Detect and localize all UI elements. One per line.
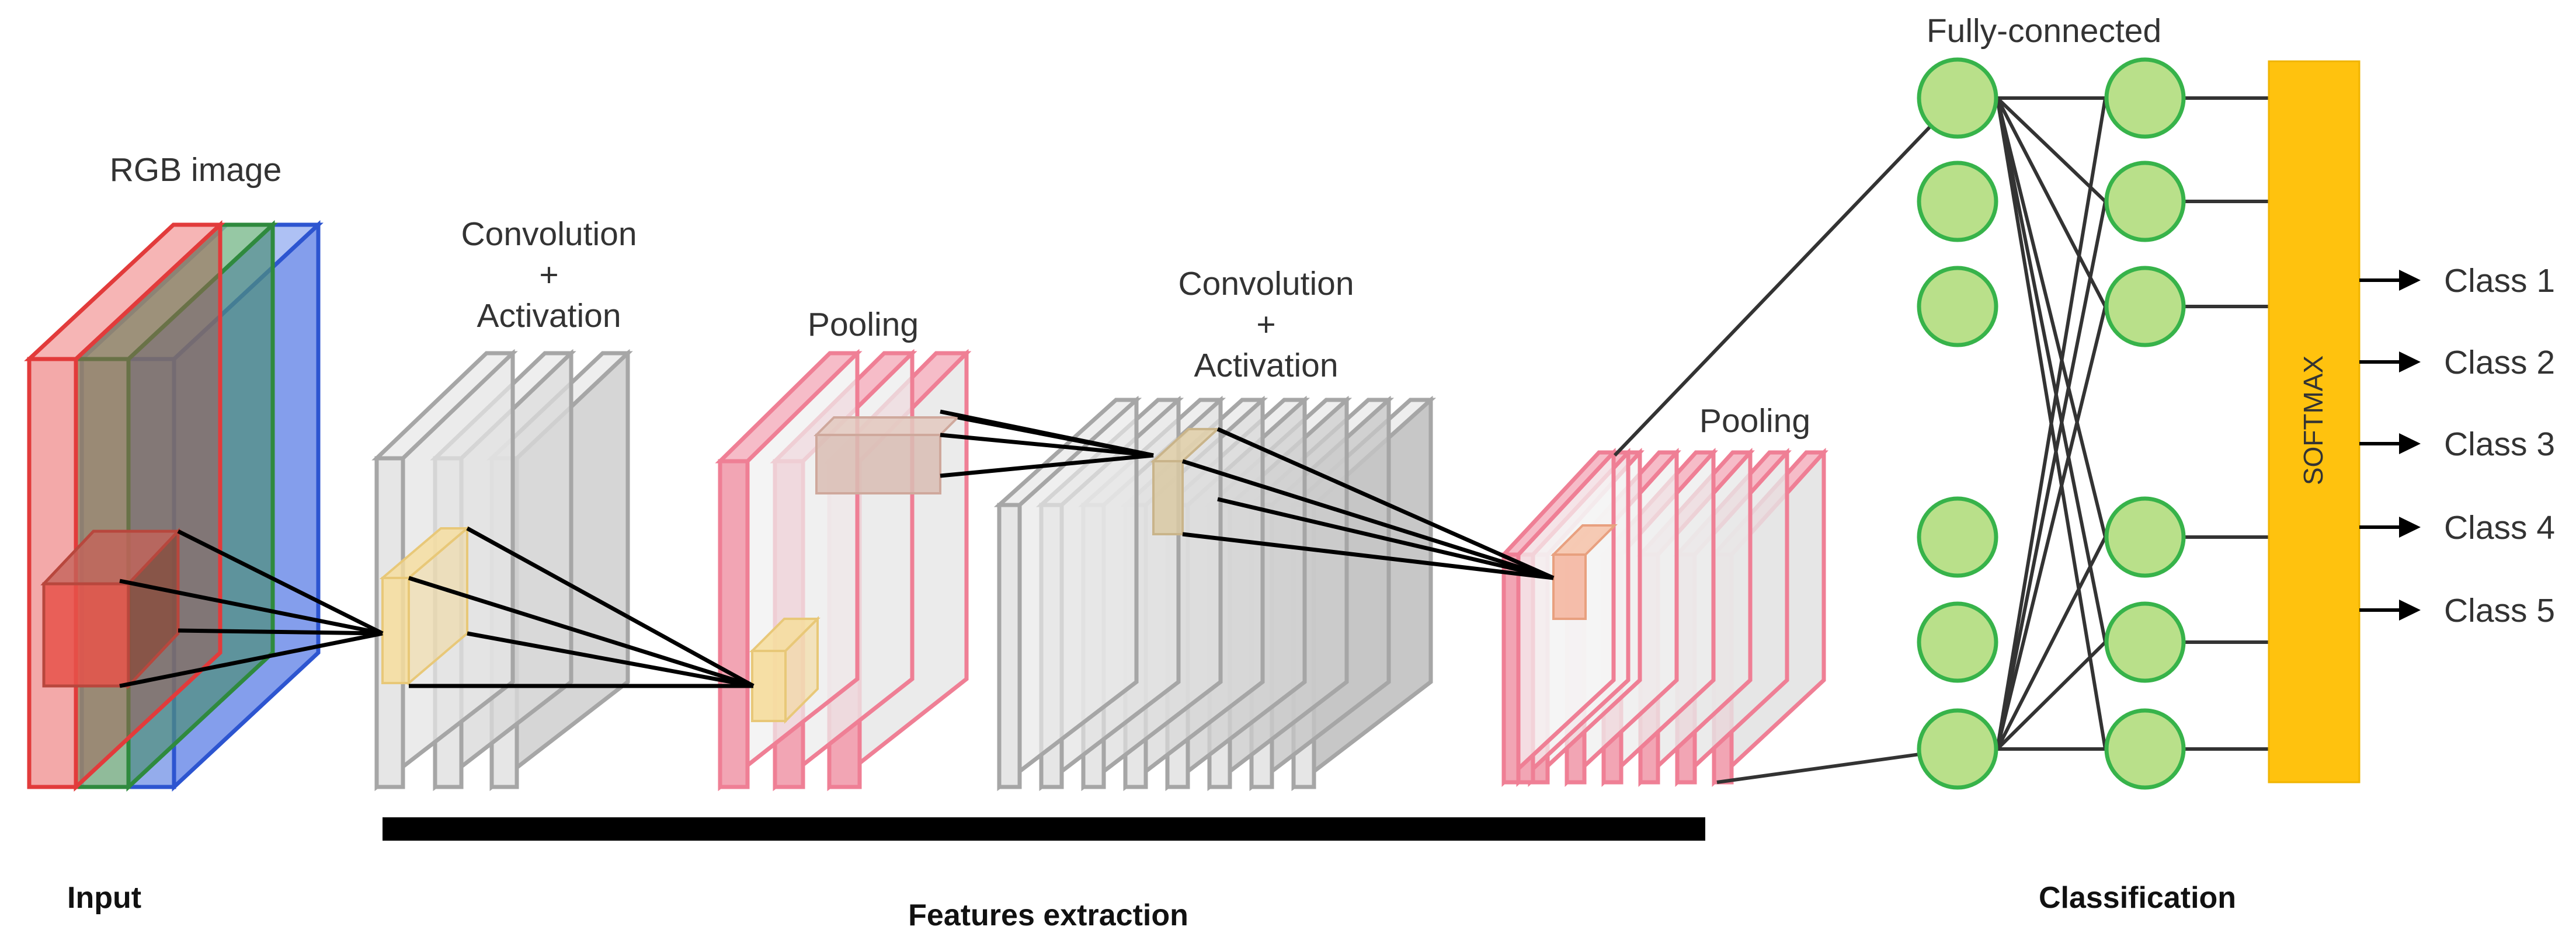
fc1-neuron [1917, 496, 1998, 578]
input-kernel-cube [40, 527, 182, 690]
softmax-label: SOFTMAX [2298, 356, 2328, 485]
conv1-label-line3: Activation [477, 297, 621, 335]
softmax-block [2268, 60, 2361, 783]
fc1-neuron [1917, 57, 1998, 139]
class-arrows [2359, 270, 2421, 621]
pooling1-target-patch [749, 616, 821, 724]
fc2-neuron [2104, 601, 2186, 683]
conv2-feature-maps [993, 395, 1437, 792]
section-features-label: Features extraction [908, 898, 1188, 932]
rgb-image-label: RGB image [110, 151, 282, 189]
conv2-label-line1: Convolution [1178, 265, 1354, 302]
class-label-3: Class 3 [2444, 426, 2555, 463]
fully-connected-label: Fully-connected [1927, 12, 2161, 50]
class-label-4: Class 4 [2444, 509, 2555, 546]
receptive-field-lines [119, 409, 1555, 688]
pooling1-feature-maps [715, 349, 972, 792]
fc2-neuron [2104, 266, 2186, 347]
pooling1-label: Pooling [808, 306, 919, 343]
fc1-neuron [1917, 708, 1998, 790]
class-label-1: Class 1 [2444, 262, 2555, 299]
conv1-label-line2: + [539, 256, 558, 294]
section-classification-label: Classification [2039, 881, 2236, 915]
fc2-neuron [2104, 57, 2186, 139]
fc2-neuron [2104, 496, 2186, 578]
fc-connections [1613, 96, 2269, 784]
conv2-label-line2: + [1256, 306, 1275, 343]
conv2-kernel-patch [1150, 428, 1221, 535]
conv2-label-line3: Activation [1194, 347, 1338, 384]
features-extraction-bar [383, 817, 1705, 841]
fc1-neuron [1917, 601, 1998, 683]
conv1-kernel-patch [379, 525, 471, 686]
red-channel [24, 220, 225, 792]
conv1-feature-maps [371, 349, 633, 792]
fc2-neuron [2104, 161, 2186, 242]
fc1-neuron [1917, 161, 1998, 242]
class-label-2: Class 2 [2444, 344, 2555, 381]
class-label-5: Class 5 [2444, 592, 2555, 629]
rgb-image-stack [24, 220, 324, 792]
pooling2-label: Pooling [1699, 402, 1810, 440]
fc-layer-1 [1917, 57, 1998, 790]
pooling1-source-patch [814, 416, 961, 494]
conv2-map [993, 395, 1142, 792]
section-input-label: Input [67, 881, 141, 915]
fc1-neuron [1917, 266, 1998, 347]
fc2-neuron [2104, 708, 2186, 790]
pooling2-target-patch [1551, 524, 1618, 620]
fc-layer-2 [2104, 57, 2186, 790]
conv1-label-line1: Convolution [461, 215, 637, 253]
pooling2-feature-maps [1499, 447, 1828, 788]
